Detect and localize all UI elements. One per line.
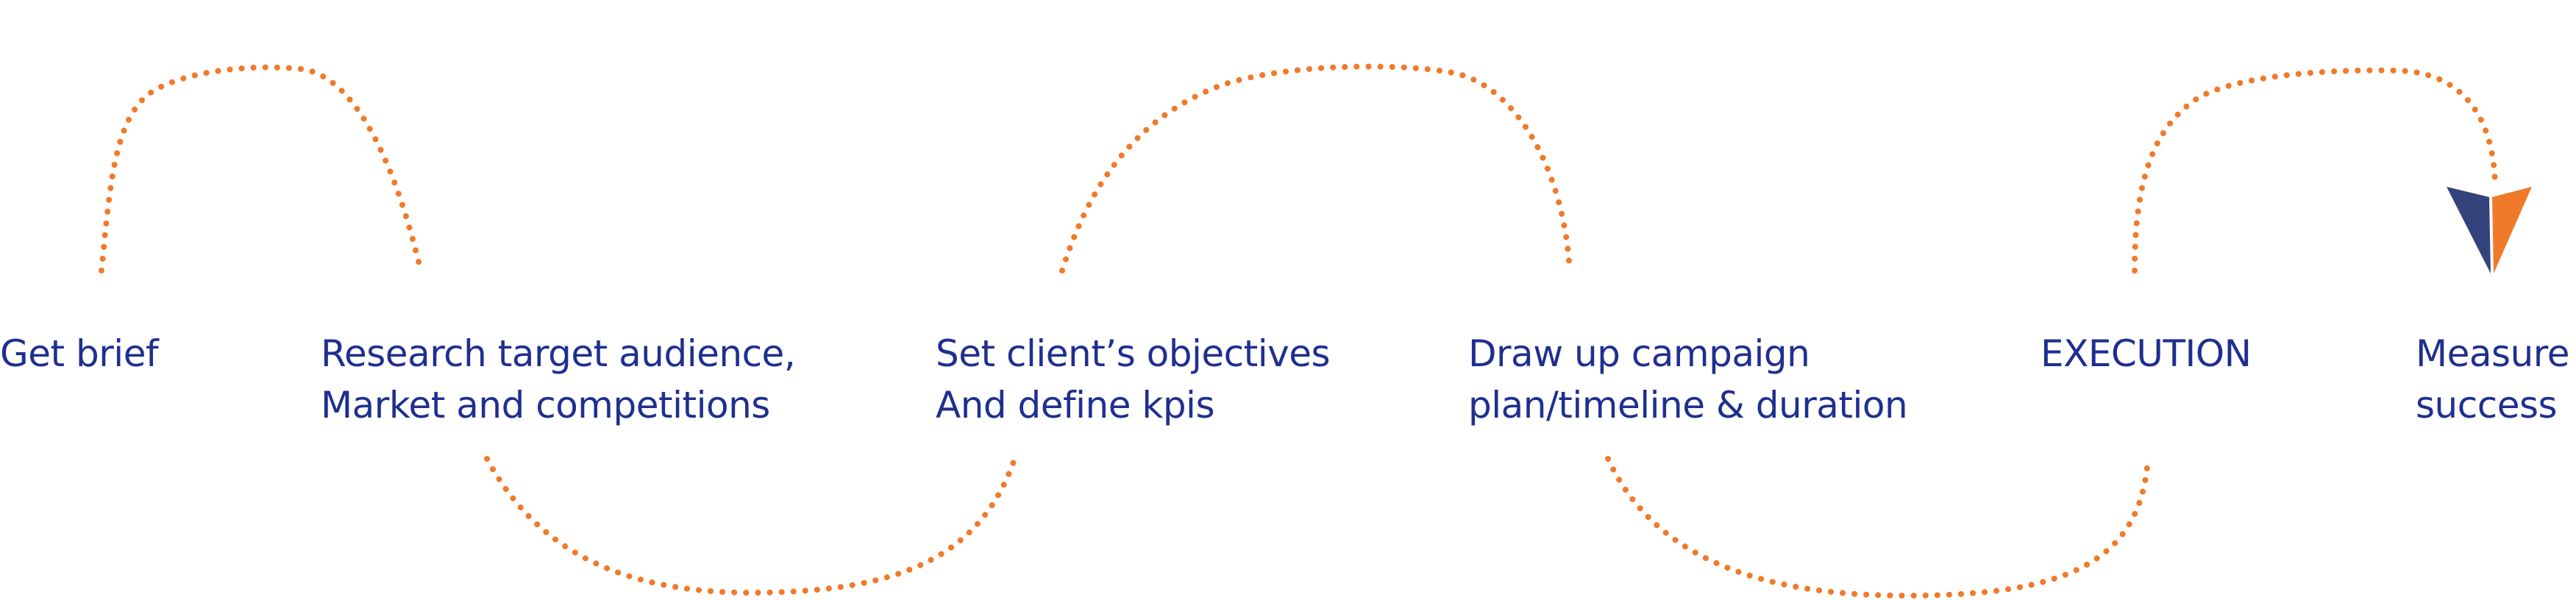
step-research: Research target audience, Market and com… xyxy=(321,328,796,431)
step-label-line: plan/timeline & duration xyxy=(1468,384,1908,426)
step-label-line: Get brief xyxy=(0,332,159,375)
step-label-line: EXECUTION xyxy=(2040,332,2252,375)
step-get-brief: Get brief xyxy=(0,328,159,379)
step-measure-success: Measure success xyxy=(2416,328,2570,431)
connector-arc-5 xyxy=(2132,67,2498,274)
connector-arc-1 xyxy=(99,64,424,274)
step-label-line: And define kpis xyxy=(936,384,1215,426)
step-label-line: Draw up campaign xyxy=(1468,332,1810,375)
arrowhead-down-icon xyxy=(2447,187,2532,274)
arrowhead-right-half xyxy=(2492,187,2532,274)
step-campaign-plan: Draw up campaign plan/timeline & duratio… xyxy=(1468,328,1908,431)
step-label-line: Set client’s objectives xyxy=(936,332,1331,375)
step-execution: EXECUTION xyxy=(2040,328,2252,379)
connector-arc-3 xyxy=(1059,63,1573,274)
connector-arc-2 xyxy=(484,456,1017,596)
step-objectives: Set client’s objectives And define kpis xyxy=(936,328,1331,431)
connector-arc-4 xyxy=(1605,456,2151,599)
step-label-line: success xyxy=(2416,384,2558,426)
arrowhead-left-half xyxy=(2447,187,2491,274)
step-label-line: Research target audience, xyxy=(321,332,796,375)
step-label-line: Measure xyxy=(2416,332,2570,375)
step-label-line: Market and competitions xyxy=(321,384,770,426)
